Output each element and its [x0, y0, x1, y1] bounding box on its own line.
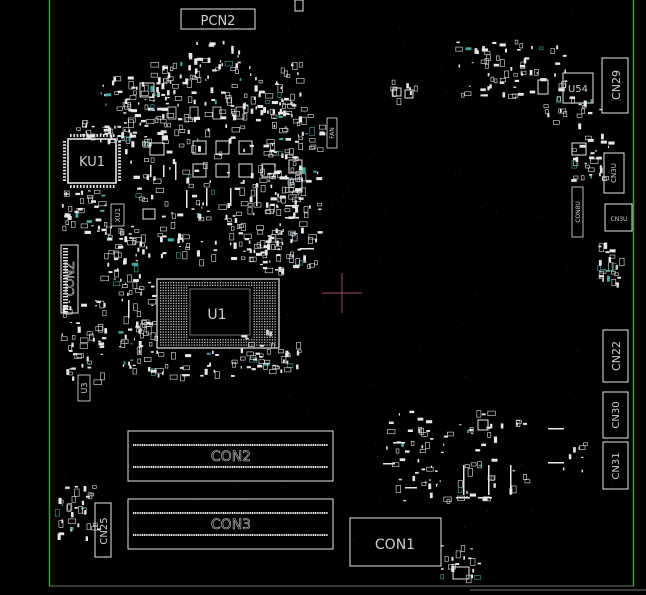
con2-slot[interactable]: [127, 430, 334, 482]
con8u-label: CON8U: [575, 201, 582, 223]
ku1-label: KU1: [79, 155, 105, 170]
conz-label: CONZ: [63, 261, 77, 296]
cn3u-side-label: CN3U: [611, 216, 628, 223]
u3-outline[interactable]: [77, 374, 91, 402]
cn31-connector[interactable]: [602, 441, 629, 490]
cn30-connector[interactable]: [602, 391, 629, 439]
con3-label: CON3: [211, 517, 251, 533]
pcn2-label: PCN2: [201, 14, 236, 29]
u1-die: [189, 288, 251, 336]
u1-cpu-outline[interactable]: [156, 278, 280, 349]
cn29-connector[interactable]: [601, 57, 629, 114]
ku1-pins: [63, 134, 121, 188]
cn25-label: CN25: [99, 517, 110, 544]
xu1-label: XU1: [114, 208, 122, 222]
xu1-outline[interactable]: [110, 203, 125, 227]
cn31-label: CN31: [611, 452, 622, 479]
con2-label: CON2: [211, 449, 251, 465]
u1-label: U1: [207, 307, 226, 323]
cn22-connector[interactable]: [602, 329, 629, 383]
con8u-connector[interactable]: [571, 186, 584, 238]
smd-components-layer: [52, 11, 625, 584]
cn30-label: CN30: [611, 401, 622, 428]
fan-connector[interactable]: [326, 117, 338, 149]
cn3u-small-label: CN3U: [610, 163, 618, 183]
top-marker: [294, 0, 304, 12]
cn3u-small-connector[interactable]: [603, 152, 625, 194]
u1-bga-grid: [160, 282, 276, 346]
con1-label: CON1: [375, 537, 415, 553]
u3-label: U3: [80, 383, 89, 394]
cn25-connector[interactable]: [94, 502, 112, 558]
ku1-chip[interactable]: [67, 138, 117, 184]
con3-slot[interactable]: [127, 498, 334, 550]
power-fets: [167, 106, 303, 193]
fan-label: FAN: [329, 127, 336, 139]
cn22-label: CN22: [610, 341, 623, 371]
conz-connector[interactable]: [60, 244, 79, 314]
u54-label: U54: [568, 84, 588, 95]
pcn2-outline[interactable]: [180, 8, 256, 30]
cn29-label: CN29: [610, 70, 623, 100]
conz-pins: [63, 248, 68, 313]
cn3u-side-connector[interactable]: [604, 203, 633, 232]
u54-chip[interactable]: [562, 72, 594, 104]
con1-connector[interactable]: [349, 517, 442, 567]
